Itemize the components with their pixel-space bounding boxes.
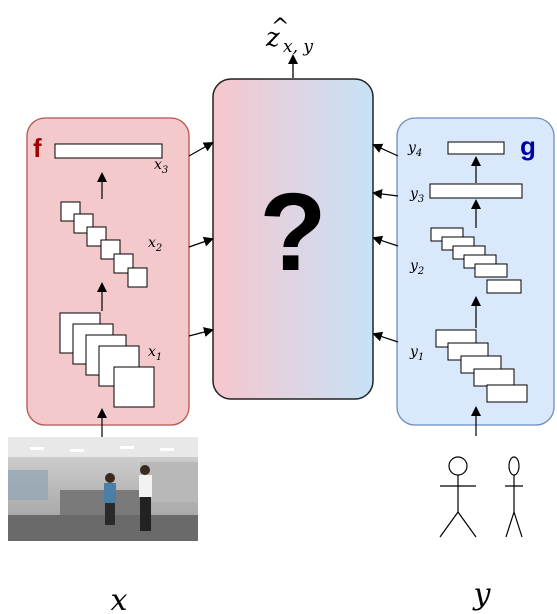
output-label: ^ z x, y: [265, 15, 313, 57]
left-encoder: f x3 x2 x1: [26, 117, 190, 426]
label-y1: y1: [409, 344, 424, 363]
label-y3: y3: [409, 186, 424, 205]
arrow-y4-to-center: [372, 143, 399, 157]
label-y2: y2: [409, 258, 424, 277]
feature-y2-stack: [430, 227, 522, 294]
stick-figure-front: [439, 456, 477, 538]
label-x2: x2: [148, 235, 162, 254]
label-y4: y4: [407, 140, 422, 159]
arrow-x2-to-center: [188, 236, 214, 248]
input-pose-y: [439, 456, 523, 538]
label-x1: x1: [148, 344, 162, 363]
feature-y4-block: [447, 141, 505, 155]
feature-x1-stack: [59, 312, 155, 408]
feature-y3-block: [429, 183, 523, 199]
arrow-y2-to-center: [372, 235, 399, 247]
arrow-y3-to-center: [372, 189, 399, 199]
label-x3: x3: [154, 157, 168, 176]
label-input-x: x: [111, 583, 128, 614]
person-1: [104, 473, 116, 525]
arrow-x1-to-center: [188, 327, 214, 337]
output-hat: ^: [271, 15, 289, 40]
right-encoder-name: g: [520, 131, 536, 161]
label-input-y: y: [472, 577, 492, 612]
left-encoder-name: f: [33, 133, 42, 163]
person-2: [139, 465, 152, 531]
arrow-y1-to-center: [372, 331, 399, 343]
question-mark: ?: [259, 171, 326, 294]
feature-x2-stack: [60, 201, 148, 288]
output-z: z: [265, 23, 280, 53]
feature-y1-stack: [435, 329, 528, 403]
stick-figure-side: [505, 456, 523, 538]
input-image-x: [8, 437, 198, 541]
output-subscript: x, y: [283, 37, 313, 57]
feature-x3-block: [54, 143, 163, 159]
arrow-x3-to-center: [188, 142, 214, 157]
right-encoder: g y4 y3 y2 y1: [396, 117, 555, 426]
